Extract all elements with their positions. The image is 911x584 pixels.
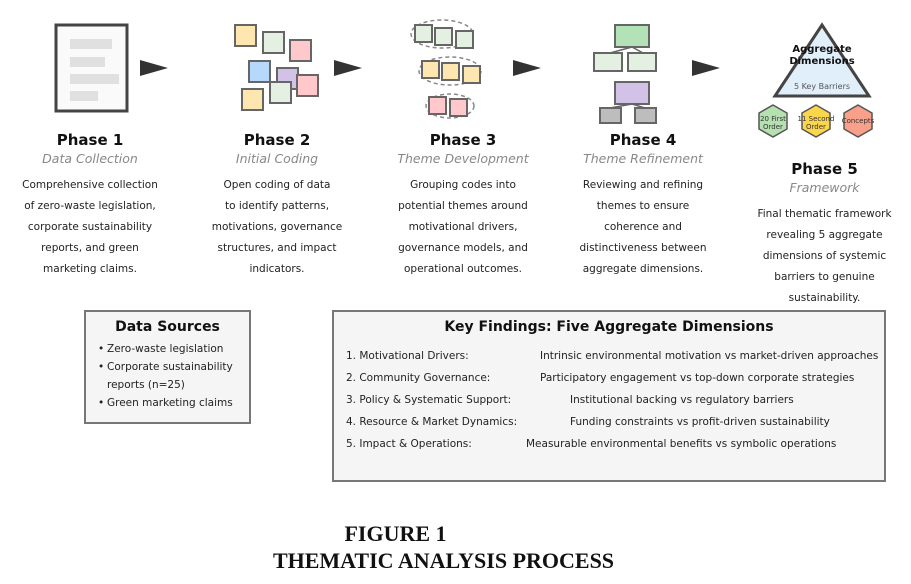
hexagon-concepts-icon: [843, 104, 873, 138]
desc-line: revealing 5 aggregate: [766, 229, 883, 241]
desc-line: distinctiveness between: [579, 242, 707, 254]
phase-title: Phase 2: [243, 131, 311, 149]
desc-line: to identify patterns,: [224, 200, 330, 212]
data-source-item: Corporate sustainability: [98, 358, 249, 376]
phase-description: Open coding of data to identify patterns…: [192, 175, 362, 280]
hex-label-line1: 20 First: [760, 115, 786, 123]
hexagon-concepts-label: Concepts: [838, 117, 878, 125]
phase-4: Phase 4 Theme Refinement Reviewing and r…: [558, 131, 728, 280]
hexagon-first-order-icon: [758, 104, 788, 138]
desc-line: motivational drivers,: [408, 221, 518, 233]
data-source-item: Green marketing claims: [98, 394, 249, 412]
pyramid-title-line2: Dimensions: [789, 56, 855, 67]
pyramid-title: Aggregate Dimensions: [771, 44, 873, 68]
finding-value: Institutional backing vs regulatory barr…: [570, 394, 794, 406]
finding-label: 5. Impact & Operations:: [346, 438, 472, 450]
finding-label: 4. Resource & Market Dynamics:: [346, 416, 518, 428]
desc-line: operational outcomes.: [404, 263, 522, 275]
data-sources-list: Zero-waste legislation Corporate sustain…: [86, 340, 249, 412]
hex-label-line2: Order: [806, 123, 826, 131]
key-findings-title: Key Findings: Five Aggregate Dimensions: [444, 319, 774, 335]
phase-description: Final thematic framework revealing 5 agg…: [737, 204, 911, 309]
phase-1: Phase 1 Data Collection Comprehensive co…: [5, 131, 175, 280]
pyramid-title-line1: Aggregate: [792, 44, 852, 55]
desc-line: sustainability.: [788, 292, 861, 304]
hierarchy-icon: [593, 24, 657, 124]
phase-2: Phase 2 Initial Coding Open coding of da…: [192, 131, 362, 280]
arrow-right-icon: [140, 60, 168, 76]
desc-line: of zero-waste legislation,: [24, 200, 156, 212]
finding-label: 2. Community Governance:: [346, 372, 491, 384]
phase-subtitle: Theme Refinement: [583, 151, 703, 166]
hex-label-line1: 11 Second: [797, 115, 835, 123]
phase-description: Reviewing and refining themes to ensure …: [558, 175, 728, 280]
figure-title: THEMATIC ANALYSIS PROCESS: [272, 548, 615, 573]
desc-line: potential themes around: [398, 200, 528, 212]
phase-subtitle: Initial Coding: [235, 151, 319, 166]
desc-line: reports, and green: [41, 242, 139, 254]
phase-title: Phase 5: [791, 160, 858, 178]
phase-title: Phase 1: [56, 131, 124, 149]
phase-3: Phase 3 Theme Development Grouping codes…: [378, 131, 548, 280]
arrow-right-icon: [513, 60, 541, 76]
grouped-codes-icon: [410, 19, 482, 119]
desc-line: aggregate dimensions.: [582, 263, 704, 275]
hexagon-second-order-icon: [801, 104, 831, 138]
figure-number: FIGURE 1: [344, 521, 447, 546]
desc-line: Final thematic framework: [757, 208, 892, 220]
desc-line: governance models, and: [398, 242, 528, 254]
finding-value: Intrinsic environmental motivation vs ma…: [540, 350, 879, 362]
finding-label: 1. Motivational Drivers:: [346, 350, 469, 362]
desc-line: Reviewing and refining: [582, 179, 704, 191]
phase-title: Phase 3: [429, 131, 497, 149]
hex-label-line2: Order: [763, 123, 783, 131]
data-sources-title: Data Sources: [115, 319, 220, 335]
phase-description: Comprehensive collection of zero-waste l…: [5, 175, 175, 280]
phase-5: Phase 5 Framework Final thematic framewo…: [737, 160, 911, 309]
arrow-right-icon: [334, 60, 362, 76]
hexagon-second-order-label: 11 Second Order: [793, 115, 839, 131]
pyramid-icon: [772, 22, 872, 98]
desc-line: Open coding of data: [223, 179, 331, 191]
desc-line: themes to ensure: [596, 200, 690, 212]
finding-label: 3. Policy & Systematic Support:: [346, 394, 512, 406]
data-source-item-continued: reports (n=25): [107, 379, 185, 391]
data-sources-box: Data Sources Zero-waste legislation Corp…: [84, 310, 251, 424]
phase-subtitle: Framework: [789, 180, 860, 195]
desc-line: dimensions of systemic: [762, 250, 887, 262]
pyramid-subtitle: 5 Key Barriers: [793, 82, 851, 91]
desc-line: coherence and: [604, 221, 682, 233]
phase-description: Grouping codes into potential themes aro…: [378, 175, 548, 280]
phase-subtitle: Theme Development: [397, 151, 529, 166]
finding-value: Measurable environmental benefits vs sym…: [526, 438, 837, 450]
finding-value: Funding constraints vs profit-driven sus…: [570, 416, 830, 428]
finding-value: Participatory engagement vs top-down cor…: [540, 372, 855, 384]
document-icon: [54, 23, 129, 113]
desc-line: Grouping codes into: [410, 179, 516, 191]
phase-title: Phase 4: [609, 131, 677, 149]
hexagon-first-order-label: 20 First Order: [753, 115, 793, 131]
desc-line: marketing claims.: [43, 263, 137, 275]
desc-line: indicators.: [249, 263, 305, 275]
phase-subtitle: Data Collection: [42, 151, 138, 166]
desc-line: structures, and impact: [217, 242, 337, 254]
data-source-item: Zero-waste legislation: [98, 340, 249, 358]
desc-line: corporate sustainability: [27, 221, 153, 233]
desc-line: Comprehensive collection: [22, 179, 158, 191]
hex-label-line1: Concepts: [841, 117, 875, 125]
scattered-codes-icon: [234, 24, 319, 111]
arrow-right-icon: [692, 60, 720, 76]
desc-line: motivations, governance: [211, 221, 343, 233]
key-findings-box: Key Findings: Five Aggregate Dimensions …: [332, 310, 886, 482]
desc-line: barriers to genuine: [774, 271, 875, 283]
